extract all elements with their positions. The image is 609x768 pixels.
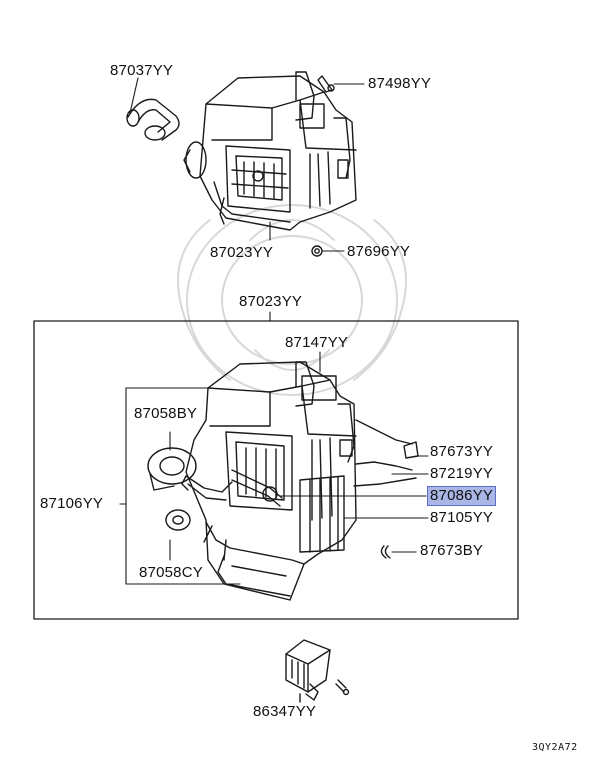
screw-87498-drawing: [317, 75, 335, 93]
part-label-87106yy[interactable]: 87106YY: [40, 495, 104, 512]
part-label-87147yy[interactable]: 87147YY: [285, 334, 349, 351]
part-label-87058by[interactable]: 87058BY: [134, 405, 198, 422]
part-label-86347yy[interactable]: 86347YY: [253, 703, 317, 720]
part-label-87673by[interactable]: 87673BY: [420, 542, 484, 559]
part-label-87058cy[interactable]: 87058CY: [139, 564, 203, 581]
hose-87037-drawing: [126, 98, 180, 141]
bracket-87106: [119, 387, 241, 585]
clip-87673by-drawing: [380, 545, 391, 559]
part-label-87696yy[interactable]: 87696YY: [347, 243, 411, 260]
part-label-87219yy[interactable]: 87219YY: [430, 465, 494, 482]
leader-lines-box: [169, 351, 429, 561]
part-label-87673yy[interactable]: 87673YY: [430, 443, 494, 460]
leader-lines-top: [129, 77, 365, 252]
part-label-87023yy-box[interactable]: 87023YY: [239, 293, 303, 310]
seal-87058by-drawing: [147, 447, 197, 491]
assembly-frame: [33, 320, 519, 620]
blower-motor-drawing: [285, 639, 350, 703]
clip-87696-drawing: [311, 245, 323, 257]
part-label-87498yy[interactable]: 87498YY: [368, 75, 432, 92]
part-label-87086yy-highlighted[interactable]: 87086YY: [427, 486, 497, 506]
part-label-87037yy[interactable]: 87037YY: [110, 62, 174, 79]
diagram-code: 3QY2A72: [532, 742, 578, 753]
heater-case-top-drawing: [183, 71, 357, 231]
seal-87058cy-drawing: [165, 509, 191, 531]
part-label-87105yy[interactable]: 87105YY: [430, 509, 494, 526]
part-label-87023yy-top[interactable]: 87023YY: [210, 244, 274, 261]
watermark-emblem: [177, 204, 407, 396]
heater-case-box-drawing: [181, 361, 417, 601]
